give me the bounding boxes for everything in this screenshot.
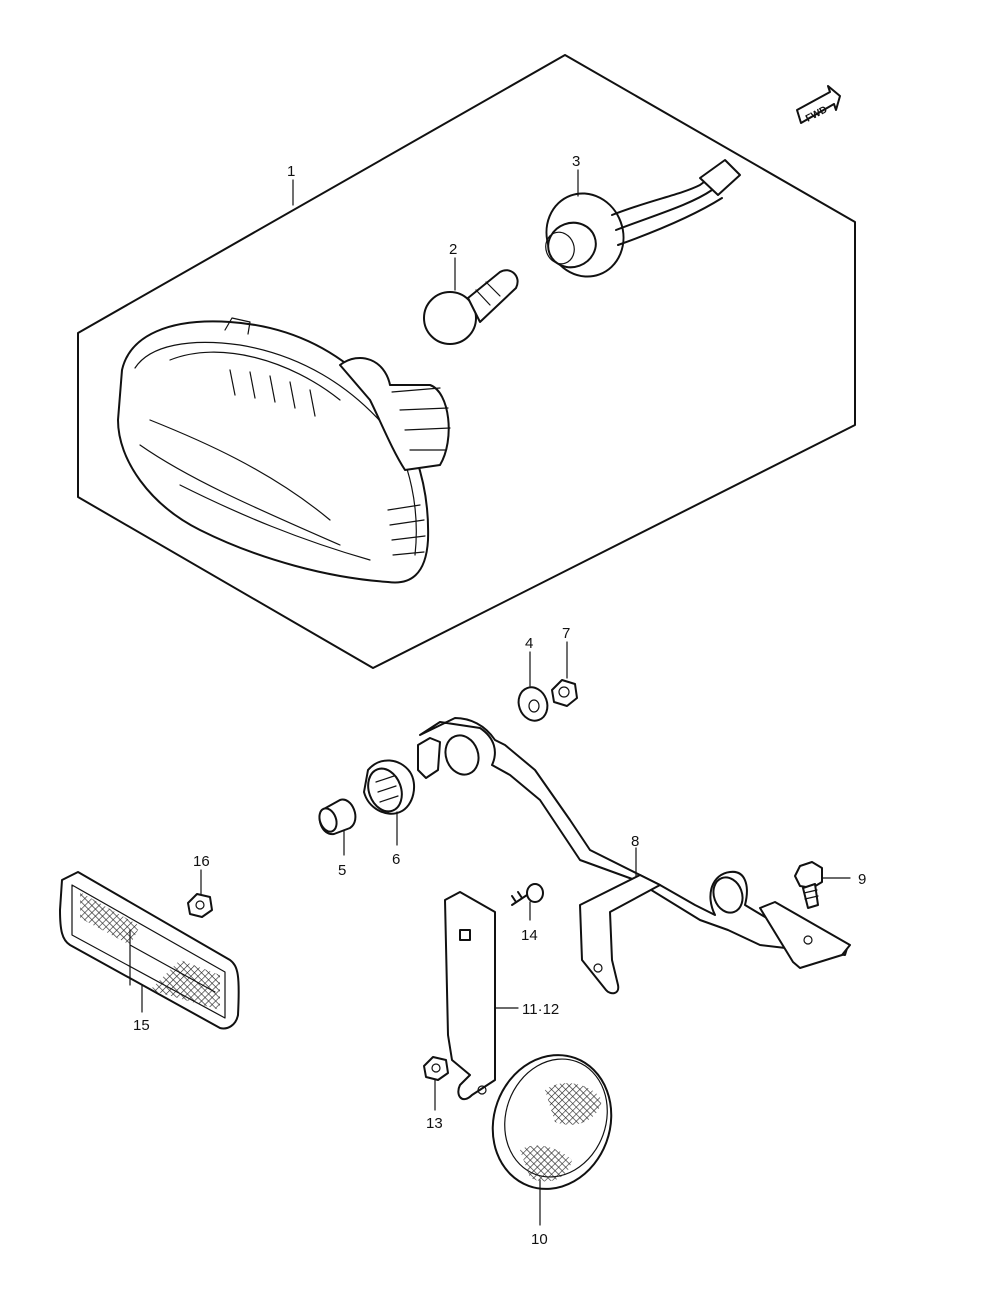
tail-light-housing [117, 317, 451, 584]
callout-2: 2 [449, 241, 457, 258]
callout-4: 4 [525, 635, 533, 652]
callout-8: 8 [631, 833, 639, 850]
rect-reflector [59, 871, 240, 1030]
callout-1: 1 [287, 163, 295, 180]
washer [517, 686, 549, 722]
bulb-socket [545, 159, 741, 278]
callout-9: 9 [858, 871, 866, 888]
assembly-outline [77, 54, 856, 669]
bulb [423, 269, 519, 345]
leader-lines [141, 169, 851, 1226]
callout-5-nut-label-7: 7 [562, 625, 570, 642]
callout-10: 10 [531, 1231, 548, 1248]
light-bracket [417, 717, 851, 995]
screw-14 [511, 883, 544, 906]
collar [318, 798, 357, 836]
callout-16: 16 [193, 853, 210, 870]
bolt-9 [794, 861, 823, 909]
callout-5: 5 [338, 862, 346, 879]
reflector-bracket [444, 891, 496, 1101]
nut-7 [551, 679, 578, 707]
nut-16 [187, 893, 213, 918]
nut-13 [423, 1056, 449, 1081]
callout-11-12: 11·12 [522, 1001, 559, 1018]
callout-14: 14 [521, 927, 538, 944]
round-reflector [491, 1054, 613, 1190]
callout-6: 6 [392, 851, 400, 868]
fwd-arrow-icon: FWD [796, 85, 841, 125]
callout-3: 3 [572, 153, 580, 170]
callout-13: 13 [426, 1115, 443, 1132]
callouts: 1 2 3 4 7 5 6 8 9 10 11·12 13 14 15 16 [133, 153, 866, 1248]
callout-15: 15 [133, 1017, 150, 1034]
grommet [363, 759, 416, 815]
